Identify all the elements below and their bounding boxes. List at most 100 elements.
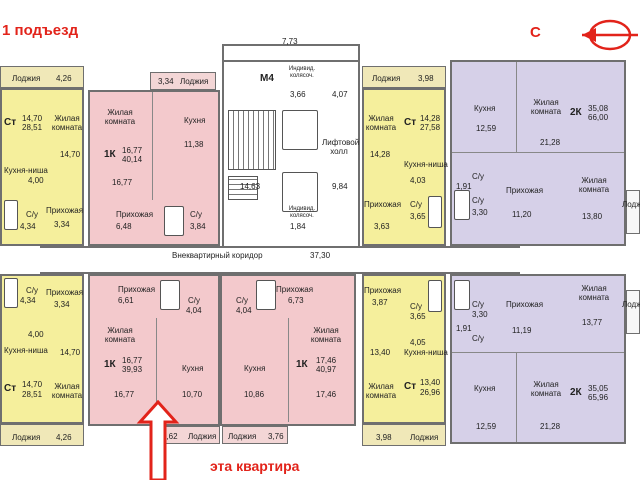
pointer-arrow-icon <box>136 400 180 480</box>
purple-bottom-living1-area: 21,28 <box>540 422 561 431</box>
staircase <box>228 110 276 170</box>
right-bottom-loggia <box>362 424 446 446</box>
staircase-landing <box>228 176 258 200</box>
pink-bl-hall-label: Прихожая <box>118 285 156 294</box>
pink-bl-code: 1К <box>104 359 116 370</box>
right-top-niche-label: Кухня-ниша <box>404 160 448 169</box>
purple-top-living2-area: 13,80 <box>582 212 603 221</box>
pink-bl-area2: 39,93 <box>122 365 143 374</box>
purple-top-bath2-label: С/у <box>472 196 484 205</box>
entrance-title: 1 подъезд <box>2 22 79 39</box>
purple-top-living1-area: 21,28 <box>540 138 561 147</box>
left-top-loggia <box>0 66 84 88</box>
right-top-living-area: 14,28 <box>370 150 391 159</box>
purple-bottom-living2-area: 13,77 <box>582 318 603 327</box>
right-bottom-niche-label: Кухня-ниша <box>404 348 448 357</box>
pink-top-bath-area: 3,84 <box>190 222 206 231</box>
pink-bl-bath-area: 4,04 <box>186 306 202 315</box>
left-bottom-st-area1: 14,70 <box>22 380 43 389</box>
left-top-bath-area: 4,34 <box>20 222 36 231</box>
left-top-loggia-label: Лоджия <box>12 74 41 83</box>
pink-top-code: 1К <box>104 149 116 160</box>
left-bottom-loggia-area: 4,26 <box>56 433 72 442</box>
purple-top-area1: 35,08 <box>588 104 609 113</box>
left-top-st-area1: 14,70 <box>22 114 43 123</box>
left-top-bath-label: С/у <box>26 210 38 219</box>
left-bottom-niche-area: 4,00 <box>28 330 44 339</box>
pink-br-loggia <box>222 426 288 444</box>
lift-hall-area: 9,84 <box>332 182 348 191</box>
purple-bottom-living1-label: Жилая комната <box>530 380 562 398</box>
ind-kol-2-label: Индивид. колясоч. <box>288 206 316 219</box>
right-top-bath-area: 3,65 <box>410 212 426 221</box>
right-top-living-label: Жилая комната <box>365 114 397 132</box>
left-bottom-niche-label: Кухня-ниша <box>4 346 48 355</box>
purple-bottom-loggia-label: Лоджия <box>622 300 640 309</box>
pink-bl-area1: 16,77 <box>122 356 143 365</box>
right-bottom-living-area: 13,40 <box>370 348 391 357</box>
purple-bottom-area1: 35,05 <box>588 384 609 393</box>
right-top-st-code: Ст <box>404 117 417 128</box>
purple-bottom-apartment <box>450 274 626 444</box>
right-bottom-niche-area: 4,05 <box>410 338 426 347</box>
compass-icon <box>582 19 638 51</box>
pink-top-bath-label: С/у <box>190 210 202 219</box>
pink-br-bathtub <box>256 280 276 310</box>
purple-bottom-code: 2К <box>570 387 582 398</box>
right-top-st-area2: 27,58 <box>420 123 441 132</box>
corridor-label: Внеквартирный коридор <box>172 251 263 260</box>
hall-small-area: 4,07 <box>332 90 348 99</box>
pink-br-area2: 40,97 <box>316 365 337 374</box>
purple-top-hall-label: Прихожая <box>506 186 544 195</box>
pink-br-hall-area: 6,73 <box>288 296 304 305</box>
this-apartment-label: эта квартира <box>210 458 300 474</box>
pink-br-loggia-label: Лоджия <box>228 432 257 441</box>
right-top-hall-label: Прихожая <box>364 200 402 209</box>
pink-top-living-label: Жилая комната <box>104 108 136 126</box>
right-bottom-st-area2: 26,96 <box>420 388 441 397</box>
pink-top-bathtub <box>164 206 184 236</box>
pink-bl-bathtub <box>160 280 180 310</box>
purple-top-bath1-area: 1,91 <box>456 182 472 191</box>
pink-br-living-label: Жилая комната <box>310 326 342 344</box>
purple-bottom-hall-label: Прихожая <box>506 300 544 309</box>
pink-bl-hall-area: 6,61 <box>118 296 134 305</box>
purple-top-bathtub <box>454 190 470 220</box>
purple-bottom-living2-label: Жилая комната <box>578 284 610 302</box>
left-bottom-st-area2: 28,51 <box>22 390 43 399</box>
corridor-area: 37,30 <box>310 251 331 260</box>
right-top-bath-label: С/у <box>410 200 422 209</box>
pink-br-bath-label: С/у <box>236 296 248 305</box>
pink-top-loggia <box>150 72 216 90</box>
right-bottom-hall-area: 3,87 <box>372 298 388 307</box>
left-bottom-st-code: Ст <box>4 383 17 394</box>
left-bottom-loggia <box>0 424 84 446</box>
right-top-st-area1: 14,28 <box>420 114 441 123</box>
pink-top-wall <box>152 92 153 200</box>
pink-br-bath-area: 4,04 <box>236 306 252 315</box>
elevator-shaft-1 <box>282 110 318 150</box>
right-top-loggia-area: 3,98 <box>418 74 434 83</box>
left-bottom-hall-label: Прихожая <box>46 288 84 297</box>
purple-top-code: 2К <box>570 107 582 118</box>
purple-bottom-bath2-label: С/у <box>472 300 484 309</box>
left-bottom-bath-area: 4,34 <box>20 296 36 305</box>
purple-bottom-bathtub <box>454 280 470 310</box>
core-left-area: 14,63 <box>240 182 261 191</box>
purple-bottom-kitchen-label: Кухня <box>474 384 496 393</box>
pink-top-area1: 16,77 <box>122 146 143 155</box>
lift-hall-label: Лифтовой холл <box>322 138 360 156</box>
left-top-bathtub <box>4 200 18 230</box>
purple-bottom-area2: 65,96 <box>588 393 609 402</box>
left-top-niche-label: Кухня-ниша <box>4 166 48 175</box>
left-top-hall-area: 3,34 <box>54 220 70 229</box>
purple-top-apartment <box>450 60 626 246</box>
purple-bottom-bath2-area: 3,30 <box>472 310 488 319</box>
purple-bottom-bath1-label: С/у <box>472 334 484 343</box>
left-top-niche-area: 4,00 <box>28 176 44 185</box>
core-top-dim: 7,73 <box>282 37 298 46</box>
pink-br-hall-label: Прихожая <box>276 285 314 294</box>
purple-top-loggia <box>626 190 640 234</box>
pink-br-kitchen-label: Кухня <box>244 364 266 373</box>
left-bottom-bath-label: С/у <box>26 286 38 295</box>
